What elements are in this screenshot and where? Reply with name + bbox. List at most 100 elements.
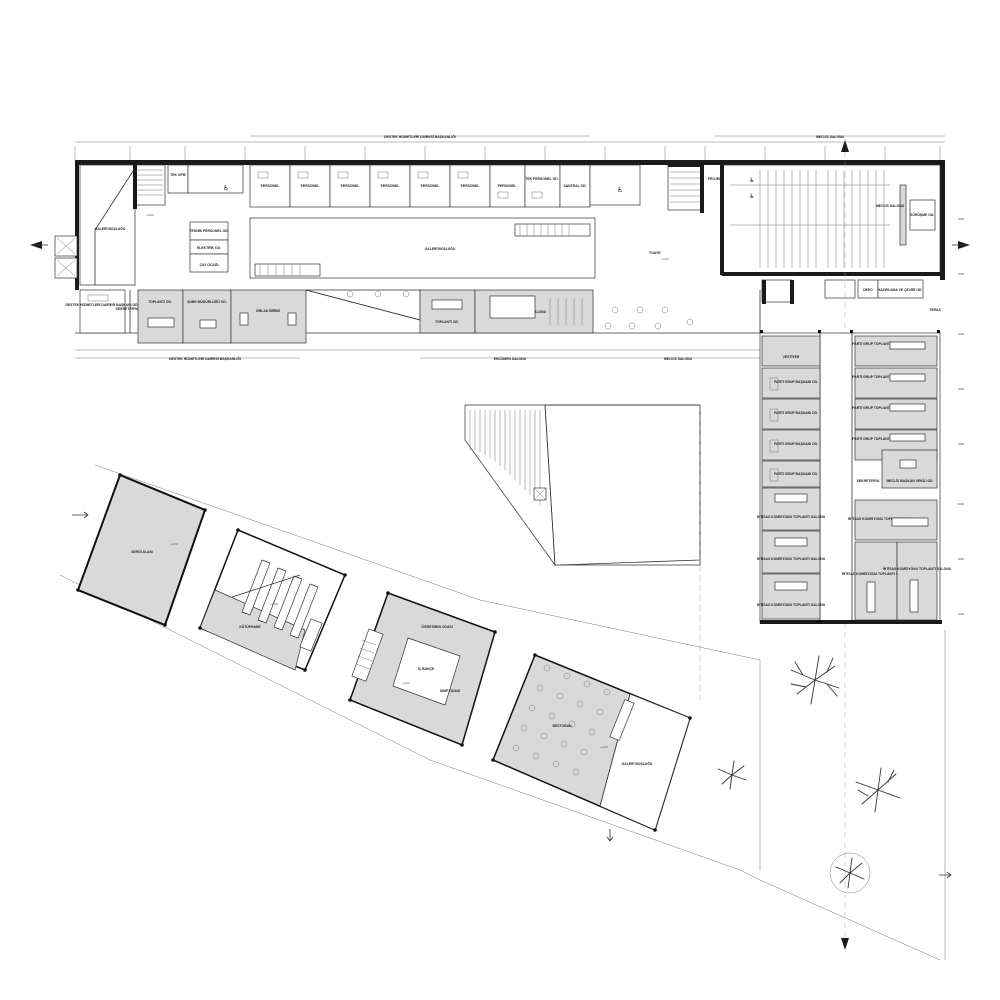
svg-text:0.00: 0.00 — [958, 612, 964, 616]
section-arrow-icon — [952, 241, 970, 249]
sinif-label: SINIF ODASI — [440, 689, 460, 693]
wc-block-left — [187, 164, 244, 194]
ihtisas-label: İHTİSAS KOMİSYONU TOPLANTI SALONU — [842, 572, 911, 576]
ogretmen-label: ÖĞRETMEN ODASI — [421, 624, 452, 629]
wheelchair-icon: ♿ — [749, 193, 754, 200]
header-label-top-left: DESTEK HİZMETLERİ DAİRESİ BAŞKANLIĞI — [384, 134, 456, 139]
teknik-personel-label: TEKNİK PERSONEL OD. — [189, 229, 228, 233]
meclis-salonu-label: MECLİS SALONU — [876, 204, 905, 208]
level-label: +0.00 — [170, 542, 178, 546]
svg-text:0.00: 0.00 — [958, 332, 964, 336]
right-grid-labels: 0.00 0.00 0.00 0.00 0.00 0.00 0.00 0.00 — [958, 217, 964, 616]
personel-label: PERSONEL — [261, 184, 280, 188]
svg-text:0.00: 0.00 — [958, 442, 964, 446]
tek-ofis-label: TEK OFİS — [170, 173, 186, 177]
section-arrow-icon — [841, 140, 849, 152]
level-label: +0.00 — [402, 681, 410, 685]
cay-label: ÇAY OCAĞI — [200, 262, 219, 267]
galeri-center-label: GALERİ BOŞLUĞU — [425, 246, 456, 251]
ihtisas-label: İHTİSAS KOMİSYONU TOPLANTI SALONU — [757, 603, 826, 607]
tree-icon — [855, 767, 901, 813]
gorusme-label: GÖRÜŞME OD. — [910, 212, 935, 217]
tree-icon — [717, 760, 747, 790]
header-label-top-right: MECLİS SALONU — [816, 135, 845, 139]
site-boundary — [59, 464, 946, 961]
personel-label: PERSONEL — [421, 184, 440, 188]
toplanti-label: TOPLANTI OD. — [435, 320, 459, 324]
pavilion-kutuphane: KÜTÜPHANE +0.00 — [199, 529, 346, 671]
personel-offices: PERSONEL PERSONEL PERSONEL PERSONEL PERS… — [249, 164, 591, 208]
pavilion-ic-bahce: İÇ BAHÇE +0.00 ÖĞRETMEN ODASI SINIF ODAS… — [349, 592, 496, 747]
parti-grup-baskan-label: PARTİ GRUP BAŞKANI OD. — [774, 380, 818, 384]
ihtisas-label: İHTİSAS KOMİSYONU TOPLANTI SALONU — [757, 515, 826, 519]
section-arrow-icon — [30, 241, 48, 249]
santral-label: SANTRAL OD. — [563, 184, 586, 188]
ihtisas-label: İHTİSAS KOMİSYONU TOPLANTI SALONU — [848, 517, 917, 521]
toplanti-label: TOPLANTI OD. — [148, 300, 172, 304]
restoran-label: RESTORAN — [553, 724, 573, 728]
header-label-bottom-mid: ENCÜMEN SALONU — [494, 356, 527, 361]
depo-label: DEPO — [863, 288, 873, 292]
emlak-label: EMLAK BİRİMİ — [256, 309, 280, 313]
personel-label: PERSONEL — [301, 184, 320, 188]
elektrik-label: ELEKTRİK OD. — [197, 246, 221, 250]
sekreterya-east-label: SEKRETERYA — [857, 479, 880, 483]
level-label: +4.00 — [661, 257, 669, 261]
kutuphane-label: KÜTÜPHANE — [239, 624, 261, 629]
parti-grup-toplanti-label: PARTİ GRUP TOPLANTI OD. — [852, 342, 897, 346]
parti-grup-toplanti-label: PARTİ GRUP TOPLANTI OD. — [852, 375, 897, 379]
parti-grup-baskan-label: PARTİ GRUP BAŞKANI OD. — [774, 411, 818, 415]
personel-label: PERSONEL — [498, 184, 517, 188]
level-label: +4.00 — [146, 213, 154, 217]
galeri-restoran-label: GALERİ BOŞLUĞU — [622, 761, 653, 766]
amphitheatre — [464, 404, 701, 700]
personel-label: PERSONEL — [381, 184, 400, 188]
north-arrow-icon — [939, 871, 952, 879]
bottom-dimension-strip: DESTEK HİZMETLERİ DAİRESİ BAŞKANLIĞI ENC… — [75, 349, 760, 361]
restoran-tables — [512, 664, 611, 776]
stair-meclis — [761, 279, 793, 303]
parti-grup-toplanti-label: PARTİ GRUP TOPLANTI OD. — [852, 437, 897, 441]
pavilion-columns — [76, 473, 692, 832]
personel-label: PERSONEL — [461, 184, 480, 188]
stair-center — [514, 223, 591, 237]
pavilion-restoran: RESTORAN +0.00 GALERİ BOŞLUĞU — [492, 654, 691, 832]
east-wing: VESTİYER PARTİ GRUP BAŞKANI OD. PARTİ GR… — [757, 330, 952, 624]
svg-text:0.00: 0.00 — [958, 502, 964, 506]
parti-grup-baskan-label: PARTİ GRUP BAŞKANI OD. — [774, 442, 818, 446]
wheelchair-icon: ♿ — [749, 177, 754, 184]
svg-text:0.00: 0.00 — [958, 387, 964, 391]
wc-block-right — [589, 164, 641, 206]
level-label: +0.00 — [600, 745, 608, 749]
level-label: +0.00 — [270, 602, 278, 606]
ihtisas-label: İHTİSAS KOMİSYONU TOPLANTI SALONU — [883, 567, 952, 571]
hazirlama-label: HAZIRLAMA VE ÇEVİRİ OD. — [878, 288, 923, 292]
svg-text:0.00: 0.00 — [958, 272, 964, 276]
header-label-bottom-left: DESTEK HİZMETLERİ DAİRESİ BAŞKANLIĞI — [169, 356, 241, 361]
top-dimension-strip: DESTEK HİZMETLERİ DAİRESİ BAŞKANLIĞI MEC… — [74, 134, 945, 160]
north-arrow-icon — [606, 829, 614, 842]
north-wing: GALERİ BOŞLUĞU TEK OFİS ♿ PE — [54, 160, 945, 344]
parti-grup-baskan-label: PARTİ GRUP BAŞKANI OD. — [774, 472, 818, 476]
section-arrow-icon — [841, 938, 849, 950]
ihtisas-label: İHTİSAS KOMİSYONU TOPLANTI SALONU — [757, 557, 826, 561]
svg-text:0.00: 0.00 — [958, 557, 964, 561]
vestiyer-label: VESTİYER — [783, 355, 800, 359]
galeri-left-label: GALERİ BOŞLUĞU — [95, 226, 126, 231]
destek-baskan-label: DESTEK HİZMETLERİ DAİRESİ BAŞKANI OD. — [65, 303, 138, 307]
pavilion-sergi: SERGİ ALANI +0.00 — [76, 473, 207, 627]
wheelchair-icon: ♿ — [617, 186, 623, 194]
terrace-tables — [346, 290, 694, 330]
sekreterya-label: SEKRETERYA — [116, 307, 139, 311]
tek-personel-label: TEK PERSONEL OD. — [525, 177, 558, 181]
tree-icon — [829, 852, 871, 894]
teras-label: TERAS — [929, 308, 941, 312]
meclis-baskan-vekili-label: MECLİS BAŞKAN VEKİLİ OD. — [886, 479, 933, 483]
header-label-bottom-right: MECLİS SALONU — [664, 357, 693, 361]
sube-mudur-label: ŞUBE MÜDÜRLÜĞÜ OD. — [187, 299, 227, 304]
meclis-seating — [730, 170, 890, 268]
parti-grup-toplanti-label: PARTİ GRUP TOPLANTI OD. — [852, 406, 897, 410]
sergi-label: SERGİ ALANI — [131, 550, 153, 554]
